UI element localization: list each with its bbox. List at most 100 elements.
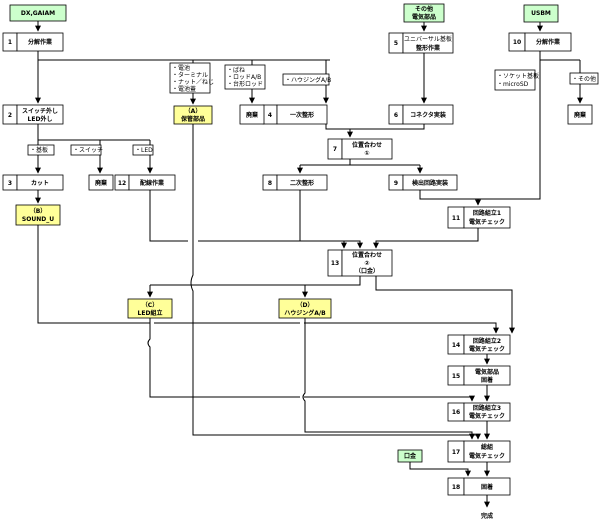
- edge-a-to-17: [190, 124, 481, 440]
- edge-8-to-13: [299, 190, 363, 249]
- step-11: 11 回路組立1 電気チェック: [447, 206, 511, 229]
- step-11-label-line1: 回路組立1: [473, 209, 501, 217]
- step-15-number: 15: [452, 373, 460, 380]
- part-b: （B） SOUND_U: [15, 204, 61, 226]
- step-13: 13 位置合わせ ② （口金）: [327, 249, 393, 277]
- edge-7-branch: [300, 159, 420, 166]
- edge-d-to-17: [302, 318, 475, 440]
- source-kuchigane: 口金: [397, 449, 423, 463]
- part-c-line1: （C）: [142, 301, 158, 309]
- step-17-number: 17: [452, 449, 460, 456]
- step-2-number: 2: [8, 112, 12, 119]
- edge-13-branch: [150, 276, 361, 286]
- label-a-item-2: ・ターミナル: [172, 71, 208, 79]
- label-kiban-text: ・基板: [30, 146, 48, 154]
- step-16-number: 16: [452, 409, 460, 416]
- step-6: 6 コネクタ実装: [388, 104, 454, 125]
- step-9: 9 検出回路実装: [388, 174, 458, 191]
- edge-10-branch: [539, 51, 580, 61]
- edge-10-to-11: [478, 60, 541, 200]
- step-8-label: 二次整形: [290, 179, 314, 187]
- edge-9-to-11: [419, 190, 481, 206]
- step-10-label: 分解作業: [536, 38, 561, 46]
- step-1: 1 分解作業: [2, 32, 64, 52]
- step-13-label-line3: （口金）: [355, 267, 379, 275]
- edge-4-to-7: [325, 124, 353, 138]
- label-a-item-3: ・ナット／ねじ: [172, 79, 214, 86]
- part-c: （C） LED組立: [127, 298, 173, 319]
- label-housing-text: ・ハウジングA/B: [285, 76, 331, 84]
- step-14-label-line2: 電気チェック: [469, 345, 505, 353]
- label-socket-1: ・ソケット基板: [497, 72, 539, 80]
- step-18: 18 固着: [447, 477, 511, 496]
- step-13-number: 13: [331, 260, 339, 267]
- discard-1: 廃棄: [88, 174, 114, 191]
- source-usbm-label: USBM: [531, 10, 551, 17]
- discard-1-label: 廃棄: [95, 179, 108, 187]
- edge-11-to-13: [373, 228, 479, 249]
- step-14-label-line1: 回路組立2: [473, 337, 501, 345]
- source-kuchigane-label: 口金: [404, 452, 417, 460]
- complete-label: 完成: [480, 512, 493, 520]
- label-switch: ・スイッチ: [70, 144, 103, 156]
- complete-node: 完成: [480, 512, 493, 520]
- step-9-number: 9: [394, 180, 398, 187]
- edge-6-to-7: [350, 124, 425, 130]
- step-3: 3 カット: [2, 174, 64, 191]
- label-a-item-1: ・電池: [172, 64, 190, 72]
- step-2-label-line1: スイッチ外し: [22, 107, 58, 115]
- part-b-line1: （B）: [30, 207, 47, 215]
- label-bane: ・ばね ・ロッドA/B ・台形ロッド: [224, 64, 266, 90]
- step-15: 15 電気部品 固着: [447, 365, 511, 386]
- label-socket: ・ソケット基板 ・microSD: [494, 69, 539, 91]
- step-18-number: 18: [452, 484, 460, 491]
- part-a-line1: （A）: [185, 107, 202, 115]
- label-sonota: ・その他: [569, 72, 599, 85]
- source-others: その他 電気部品: [403, 3, 445, 23]
- edge-13-to-14: [375, 276, 515, 334]
- part-b-line2: SOUND_U: [22, 216, 54, 223]
- step-11-label-line2: 電気チェック: [469, 218, 505, 226]
- step-17-label-line1: 総組: [481, 443, 493, 451]
- step-5-number: 5: [394, 40, 398, 47]
- discard-3: 廃棄: [567, 104, 593, 125]
- edge-12-to-13: [149, 190, 344, 248]
- step-6-label: コネクタ実装: [410, 111, 446, 119]
- step-5-label-line2: 整形作業: [415, 44, 441, 52]
- discard-2-label: 廃棄: [246, 111, 259, 119]
- step-16: 16 回路組立3 電気チェック: [447, 402, 511, 422]
- step-15-label-line1: 電気部品: [475, 368, 499, 376]
- label-bane-2: ・ロッドA/B: [227, 74, 261, 81]
- label-bane-1: ・ばね: [227, 66, 245, 74]
- part-a-line2: 保管部品: [180, 115, 205, 123]
- step-5: 5 ユニバーサル基板 整形作業: [388, 32, 454, 54]
- step-6-number: 6: [394, 112, 398, 119]
- label-a-item-4: ・電池蓋: [172, 85, 196, 93]
- step-5-label-line1: ユニバーサル基板: [404, 35, 452, 43]
- part-a: （A） 保管部品: [173, 105, 213, 125]
- step-16-label-line2: 電気チェック: [469, 412, 505, 420]
- step-13-label-line1: 位置合わせ: [352, 251, 382, 259]
- step-17: 17 総組 電気チェック: [447, 440, 511, 463]
- source-usbm: USBM: [523, 4, 559, 23]
- step-4-number: 4: [268, 112, 272, 119]
- label-housing: ・ハウジングA/B: [282, 73, 331, 86]
- step-18-label: 固着: [481, 483, 493, 491]
- step-2: 2 スイッチ外し LED外し: [2, 104, 64, 125]
- step-3-label: カット: [31, 180, 49, 187]
- step-3-number: 3: [8, 180, 12, 187]
- label-socket-2: ・microSD: [497, 81, 529, 88]
- step-10-number: 10: [513, 39, 521, 46]
- part-d-line2: ハウジングA/B: [284, 309, 326, 317]
- edge-kuchigane-to-18: [409, 462, 471, 477]
- step-4: 4 一次整形: [262, 104, 328, 125]
- discard-2: 廃棄: [239, 104, 265, 125]
- step-12: 12 配線作業: [114, 174, 176, 191]
- label-led: ・LED: [132, 144, 154, 156]
- step-10: 10 分解作業: [508, 32, 572, 52]
- step-14-number: 14: [452, 342, 460, 349]
- step-8-number: 8: [268, 180, 272, 187]
- source-dx-gaiam: DX,GAIAM: [9, 4, 67, 22]
- step-12-label: 配線作業: [140, 179, 165, 187]
